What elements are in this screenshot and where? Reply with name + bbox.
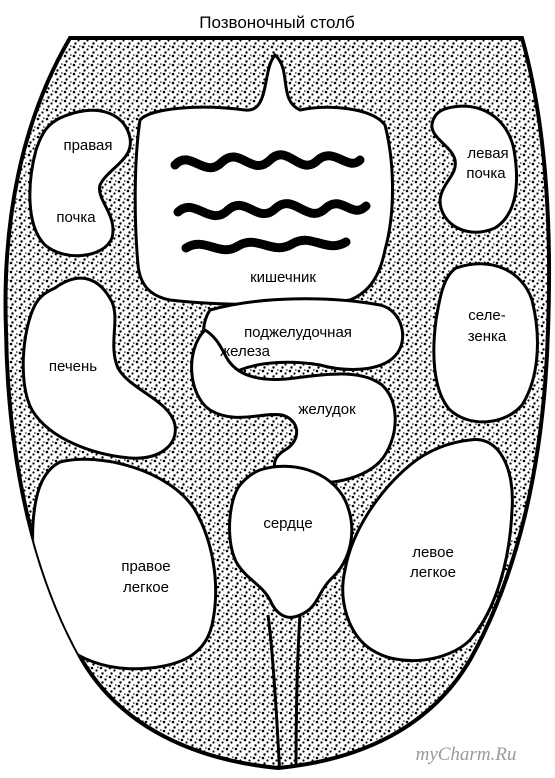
label-left-lung-2: легкое <box>410 564 456 581</box>
label-stomach: желудок <box>298 401 356 418</box>
label-right-lung-1: правое <box>121 558 170 575</box>
label-left-lung-1: левое <box>412 544 454 561</box>
label-right-lung-2: легкое <box>123 579 169 596</box>
label-left-kidney-2: почка <box>466 165 506 182</box>
label-pancreas-1: поджелудочная <box>244 324 352 341</box>
label-liver: печень <box>49 358 97 375</box>
right-kidney-shape <box>28 108 132 258</box>
label-heart: сердце <box>263 515 312 532</box>
stomach-shape <box>190 328 397 485</box>
label-spleen-1: селе- <box>468 307 505 324</box>
label-spleen-2: зенка <box>468 328 507 345</box>
lower-stem-shape <box>266 614 302 768</box>
heart-shape <box>228 464 354 619</box>
label-left-kidney-1: левая <box>467 145 508 162</box>
watermark-text: myCharm.Ru <box>416 744 517 765</box>
labels: Позвоночный столб правая почка левая поч… <box>49 13 517 765</box>
label-pancreas-2: железа <box>220 343 271 360</box>
left-kidney-shape <box>430 104 519 234</box>
intestine-loops <box>170 150 371 255</box>
spleen-shape <box>432 262 539 424</box>
title-spine: Позвоночный столб <box>199 13 355 32</box>
label-intestine: кишечник <box>250 269 316 286</box>
right-lung-shape <box>31 457 218 671</box>
left-lung-shape <box>341 438 514 663</box>
label-right-kidney-1: правая <box>63 137 112 154</box>
liver-shape <box>21 276 177 460</box>
label-right-kidney-2: почка <box>56 209 96 226</box>
